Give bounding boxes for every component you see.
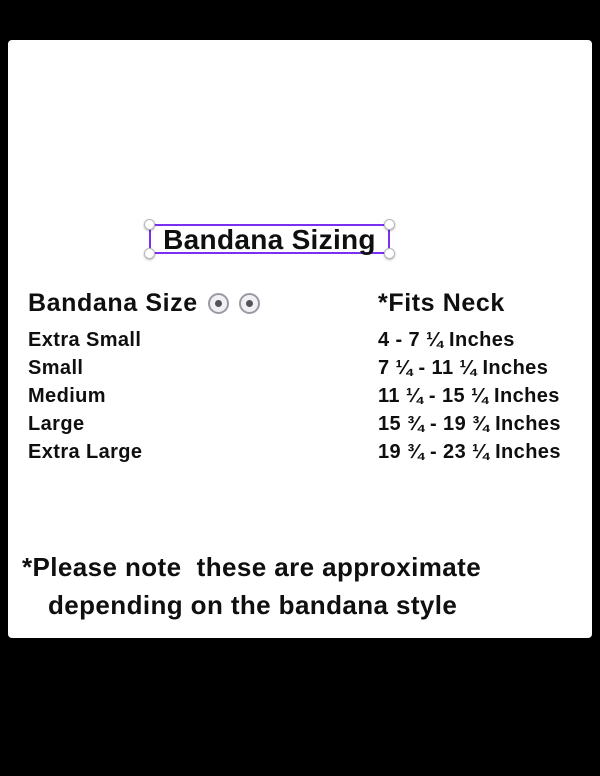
circle-badge-icon xyxy=(207,292,229,314)
table-header-left-cell: Bandana Size xyxy=(28,288,378,318)
fits-column-header: *Fits Neck xyxy=(378,289,505,317)
table-row: Small 7 ¼ - 11 ¼ Inches xyxy=(28,354,588,382)
note-line-1: *Please note these are approximate xyxy=(22,552,482,582)
fits-cell: 15 ¾ - 19 ¾ Inches xyxy=(378,413,561,435)
fits-cell: 19 ¾ - 23 ¼ Inches xyxy=(378,441,561,463)
fits-cell: 7 ¼ - 11 ¼ Inches xyxy=(378,357,549,379)
bandana-sizing-card: Bandana Sizing Bandana Size *Fits Neck E… xyxy=(8,40,592,638)
fits-cell: 4 - 7 ¼ Inches xyxy=(378,329,515,351)
size-cell: Extra Large xyxy=(28,441,143,463)
page-title[interactable]: Bandana Sizing xyxy=(163,224,376,255)
table-row: Medium 11 ¼ - 15 ¼ Inches xyxy=(28,382,588,410)
size-cell: Medium xyxy=(28,385,106,407)
size-cell: Small xyxy=(28,357,84,379)
table-row: Extra Small 4 - 7 ¼ Inches xyxy=(28,326,588,354)
circle-badge-icon xyxy=(238,292,260,314)
fits-cell: 11 ¼ - 15 ¼ Inches xyxy=(378,385,560,407)
size-cell: Large xyxy=(28,413,85,435)
note-line-2: depending on the bandana style xyxy=(48,590,458,620)
selection-handle-top-left-icon[interactable] xyxy=(144,219,155,230)
table-header-row: Bandana Size *Fits Neck xyxy=(28,288,588,318)
table-row: Extra Large 19 ¾ - 23 ¼ Inches xyxy=(28,438,588,466)
size-column-header: Bandana Size xyxy=(28,289,198,317)
approximate-note: *Please note these are approximate depen… xyxy=(22,550,588,622)
size-cell: Extra Small xyxy=(28,329,142,351)
selection-handle-top-right-icon[interactable] xyxy=(384,219,395,230)
selection-box[interactable] xyxy=(144,219,395,259)
selection-handle-bottom-left-icon[interactable] xyxy=(144,248,155,259)
selection-handle-bottom-right-icon[interactable] xyxy=(384,248,395,259)
size-table: Bandana Size *Fits Neck Extra Small 4 - … xyxy=(28,288,588,466)
table-row: Large 15 ¾ - 19 ¾ Inches xyxy=(28,410,588,438)
